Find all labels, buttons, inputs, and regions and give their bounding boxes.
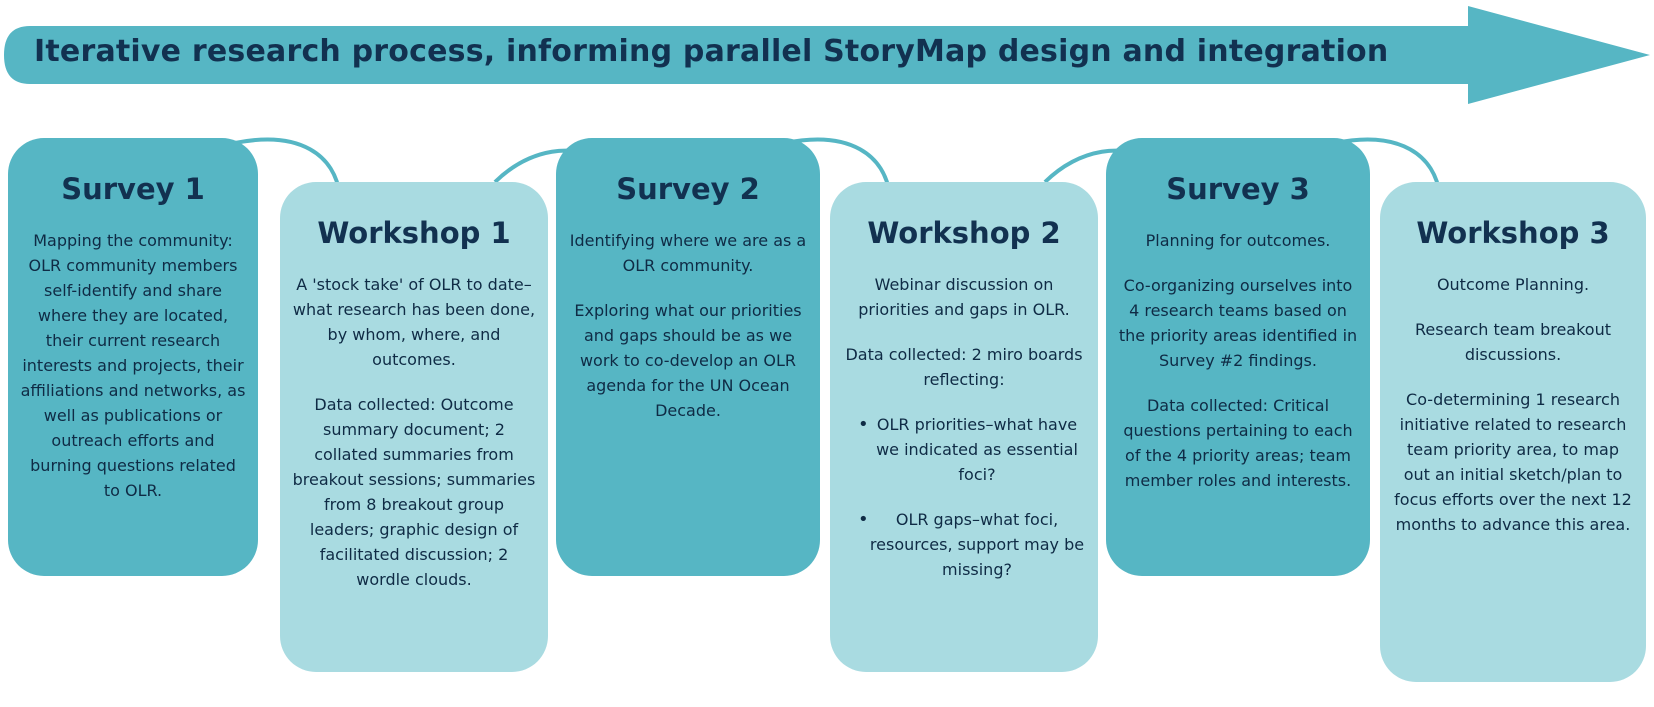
step-text: Co-determining 1 research initiative rel… bbox=[1394, 390, 1632, 534]
step-survey-2: Survey 2 Identifying where we are as a O… bbox=[556, 138, 820, 576]
step-workshop-3: Workshop 3 Outcome Planning. Research te… bbox=[1380, 182, 1646, 682]
step-text: Co-organizing ourselves into 4 research … bbox=[1118, 276, 1358, 370]
bullet-item: OLR gaps–what foci, resources, support m… bbox=[858, 507, 1086, 582]
step-title: Survey 2 bbox=[616, 172, 760, 206]
step-workshop-2: Workshop 2 Webinar discussion on priorit… bbox=[830, 182, 1098, 672]
banner-title: Iterative research process, informing pa… bbox=[34, 34, 1389, 69]
step-text: Outcome Planning. bbox=[1436, 275, 1590, 294]
step-text: Exploring what our priorities and gaps s… bbox=[574, 301, 802, 420]
bullet-item: OLR priorities–what have we indicated as… bbox=[858, 412, 1086, 487]
bullet-list: OLR priorities–what have we indicated as… bbox=[842, 412, 1086, 582]
step-text: Data collected: 2 miro boards reflecting… bbox=[845, 345, 1083, 389]
step-title: Survey 3 bbox=[1166, 172, 1310, 206]
step-text: Webinar discussion on priorities and gap… bbox=[858, 275, 1070, 319]
step-title: Workshop 3 bbox=[1416, 216, 1610, 250]
step-title: Workshop 1 bbox=[317, 216, 511, 250]
step-text: Research team breakout discussions. bbox=[1415, 320, 1611, 364]
step-title: Workshop 2 bbox=[867, 216, 1061, 250]
step-text: Data collected: Critical questions perta… bbox=[1123, 396, 1353, 490]
step-text: Identifying where we are as a OLR commun… bbox=[569, 231, 807, 275]
step-text: Mapping the community: OLR community mem… bbox=[20, 231, 246, 500]
step-workshop-1: Workshop 1 A 'stock take' of OLR to date… bbox=[280, 182, 548, 672]
step-text: Planning for outcomes. bbox=[1145, 231, 1331, 250]
step-survey-1: Survey 1 Mapping the community: OLR comm… bbox=[8, 138, 258, 576]
step-title: Survey 1 bbox=[61, 172, 205, 206]
step-survey-3: Survey 3 Planning for outcomes. Co-organ… bbox=[1106, 138, 1370, 576]
step-text: Data collected: Outcome summary document… bbox=[292, 395, 536, 589]
step-text: A 'stock take' of OLR to date–what resea… bbox=[292, 275, 536, 369]
